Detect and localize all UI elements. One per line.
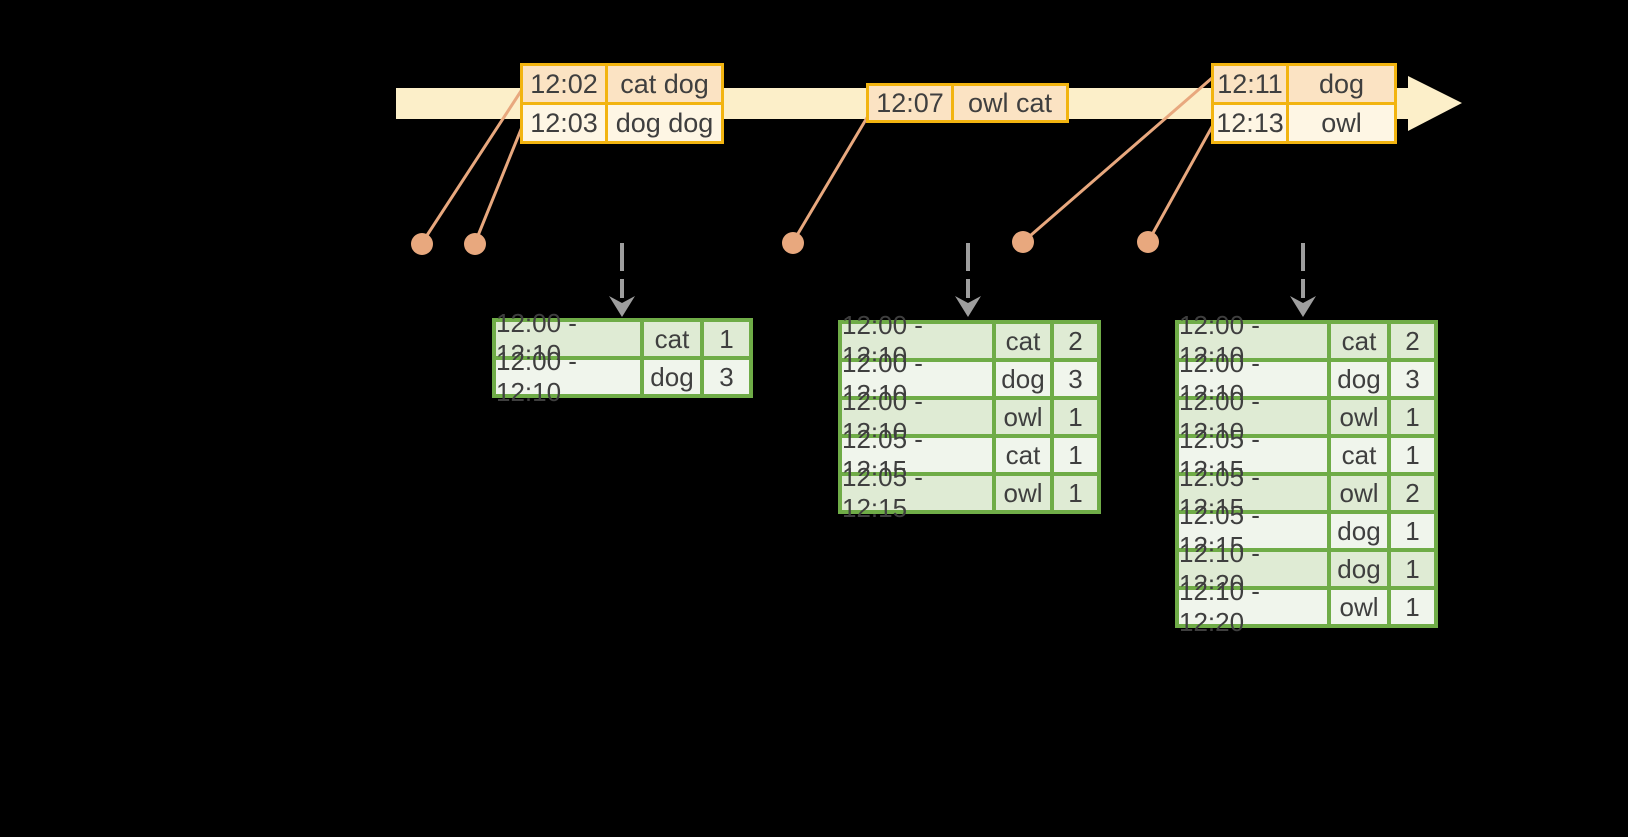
count-cell: 2 — [1391, 324, 1434, 358]
event-words: dog — [1289, 66, 1394, 102]
event-marker-dot — [464, 233, 486, 255]
count-cell: 3 — [704, 360, 749, 394]
word-cell: owl — [1331, 590, 1387, 624]
word-cell: dog — [996, 362, 1050, 396]
word-cell: cat — [1331, 438, 1387, 472]
count-cell: 1 — [704, 322, 749, 356]
count-cell: 1 — [1054, 438, 1097, 472]
word-cell: dog — [1331, 552, 1387, 586]
event-time: 12:13 — [1214, 105, 1286, 141]
trigger-arrowhead-icon — [955, 296, 981, 317]
window-cell: 12:05 - 12:15 — [842, 462, 992, 523]
window-cell: 12:00 - 12:10 — [496, 346, 640, 407]
count-cell: 1 — [1391, 514, 1434, 548]
trigger-arrowhead-icon — [1290, 296, 1316, 317]
event-words: owl cat — [954, 86, 1066, 120]
window-cell: 12:05 - 12:15 — [1179, 462, 1327, 523]
count-cell: 2 — [1054, 324, 1097, 358]
count-cell: 1 — [1054, 476, 1097, 510]
word-cell: dog — [1331, 362, 1387, 396]
result-table-3: 12:00 - 12:10 cat 2 12:00 - 12:10 dog 3 … — [1175, 310, 1438, 637]
word-cell: cat — [996, 324, 1050, 358]
word-cell: owl — [996, 400, 1050, 434]
count-cell: 1 — [1391, 438, 1434, 472]
count-cell: 1 — [1054, 400, 1097, 434]
word-cell: cat — [996, 438, 1050, 472]
event-time: 12:11 — [1214, 66, 1286, 102]
event-time: 12:02 — [523, 66, 605, 102]
event-marker-dot — [1137, 231, 1159, 253]
event-connector-line — [791, 115, 870, 243]
word-cell: owl — [1331, 400, 1387, 434]
count-cell: 1 — [1391, 552, 1434, 586]
count-cell: 1 — [1391, 590, 1434, 624]
word-cell: owl — [996, 476, 1050, 510]
word-cell: dog — [1331, 514, 1387, 548]
event-box-1: 12:02 cat dog 12:03 dog dog — [520, 63, 724, 144]
window-cell: 12:05 - 12:15 — [1179, 500, 1327, 561]
event-box-3: 12:11 dog 12:13 owl — [1211, 63, 1397, 144]
event-connector-line — [420, 87, 525, 244]
event-marker-dot — [782, 232, 804, 254]
window-cell: 12:00 - 12:10 — [1179, 386, 1327, 447]
event-words: owl — [1289, 105, 1394, 141]
trigger-arrowhead-icon — [609, 296, 635, 317]
event-words: dog dog — [608, 105, 721, 141]
word-cell: cat — [1331, 324, 1387, 358]
event-connector-line — [1146, 124, 1215, 243]
word-cell: owl — [1331, 476, 1387, 510]
timeline-arrowhead-icon — [1408, 76, 1462, 131]
event-connector-line — [473, 126, 524, 244]
event-box-2: 12:07 owl cat — [866, 83, 1069, 123]
event-time: 12:03 — [523, 105, 605, 141]
count-cell: 2 — [1391, 476, 1434, 510]
event-time: 12:07 — [869, 86, 951, 120]
window-cell: 12:10 - 12:20 — [1179, 576, 1327, 637]
result-table-1: 12:00 - 12:10 cat 1 12:00 - 12:10 dog 3 — [492, 308, 753, 407]
window-cell: 12:00 - 12:10 — [842, 348, 992, 409]
event-connector-line — [1022, 76, 1213, 244]
window-cell: 12:00 - 12:10 — [1179, 310, 1327, 371]
event-marker-dot — [1012, 231, 1034, 253]
count-cell: 1 — [1391, 400, 1434, 434]
word-cell: dog — [644, 360, 700, 394]
count-cell: 3 — [1054, 362, 1097, 396]
result-table-2: 12:00 - 12:10 cat 2 12:00 - 12:10 dog 3 … — [838, 310, 1101, 523]
event-marker-dot — [411, 233, 433, 255]
event-words: cat dog — [608, 66, 721, 102]
word-cell: cat — [644, 322, 700, 356]
count-cell: 3 — [1391, 362, 1434, 396]
